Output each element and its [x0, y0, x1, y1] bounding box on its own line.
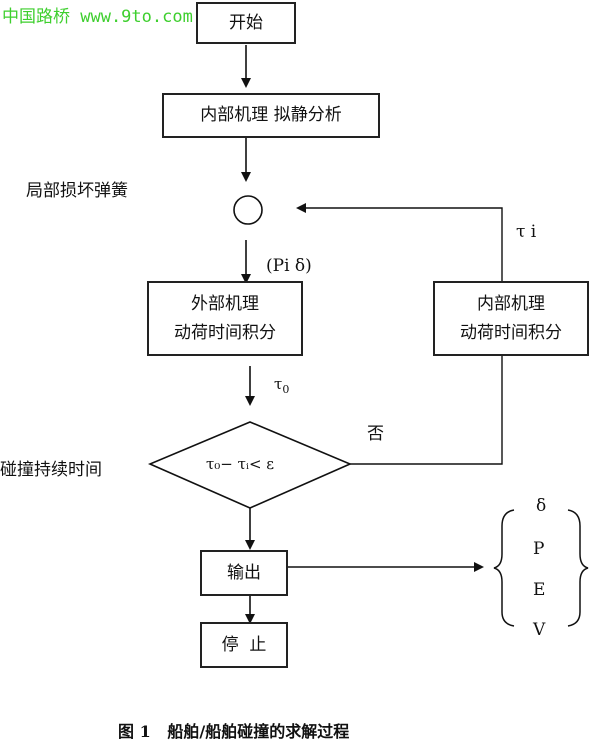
figure-caption: 图 1 船舶/船舶碰撞的求解过程 [118, 722, 350, 741]
output-delta: δ [536, 496, 547, 516]
edge-label-tau-0: τ0 [274, 375, 289, 396]
internal-line2: 动荷时间积分 [460, 322, 562, 343]
output-v: V [533, 620, 546, 640]
loop-no-branch [350, 354, 503, 465]
internal-static-analysis-node: 内部机理 拟静分析 [162, 93, 380, 138]
collision-duration-label: 碰撞持续时间 [0, 460, 102, 480]
decision-condition: τ₀− τᵢ< ε [206, 455, 275, 473]
no-label: 否 [367, 424, 384, 444]
tau-symbol: τ [274, 375, 283, 393]
output-p: P [533, 539, 545, 559]
stop-node: 停 止 [200, 622, 288, 668]
local-spring-label: 局部损坏弹簧 [26, 181, 128, 201]
tau-subscript: 0 [282, 383, 290, 396]
left-brace [493, 509, 515, 627]
external-mechanism-node: 外部机理 动荷时间积分 [147, 281, 303, 356]
output-e: E [533, 580, 546, 600]
edge-label-pi-delta: (Pi δ) [266, 256, 312, 276]
start-node: 开始 [196, 2, 296, 44]
external-line1: 外部机理 [191, 293, 259, 314]
start-label: 开始 [229, 12, 263, 33]
right-brace [567, 509, 589, 627]
edge-label-tau-i: τ i [516, 222, 537, 242]
loop-internal-to-spring [296, 203, 503, 282]
watermark: 中国路桥 www.9to.com [2, 7, 193, 27]
stop-label: 停 止 [221, 634, 267, 655]
internal-static-label: 内部机理 拟静分析 [200, 105, 342, 126]
output-label: 输出 [227, 562, 261, 583]
external-line2: 动荷时间积分 [174, 322, 276, 343]
local-spring-node [233, 195, 263, 225]
output-node: 输出 [200, 550, 288, 596]
internal-line1: 内部机理 [477, 293, 545, 314]
internal-mechanism-node: 内部机理 动荷时间积分 [433, 281, 589, 356]
